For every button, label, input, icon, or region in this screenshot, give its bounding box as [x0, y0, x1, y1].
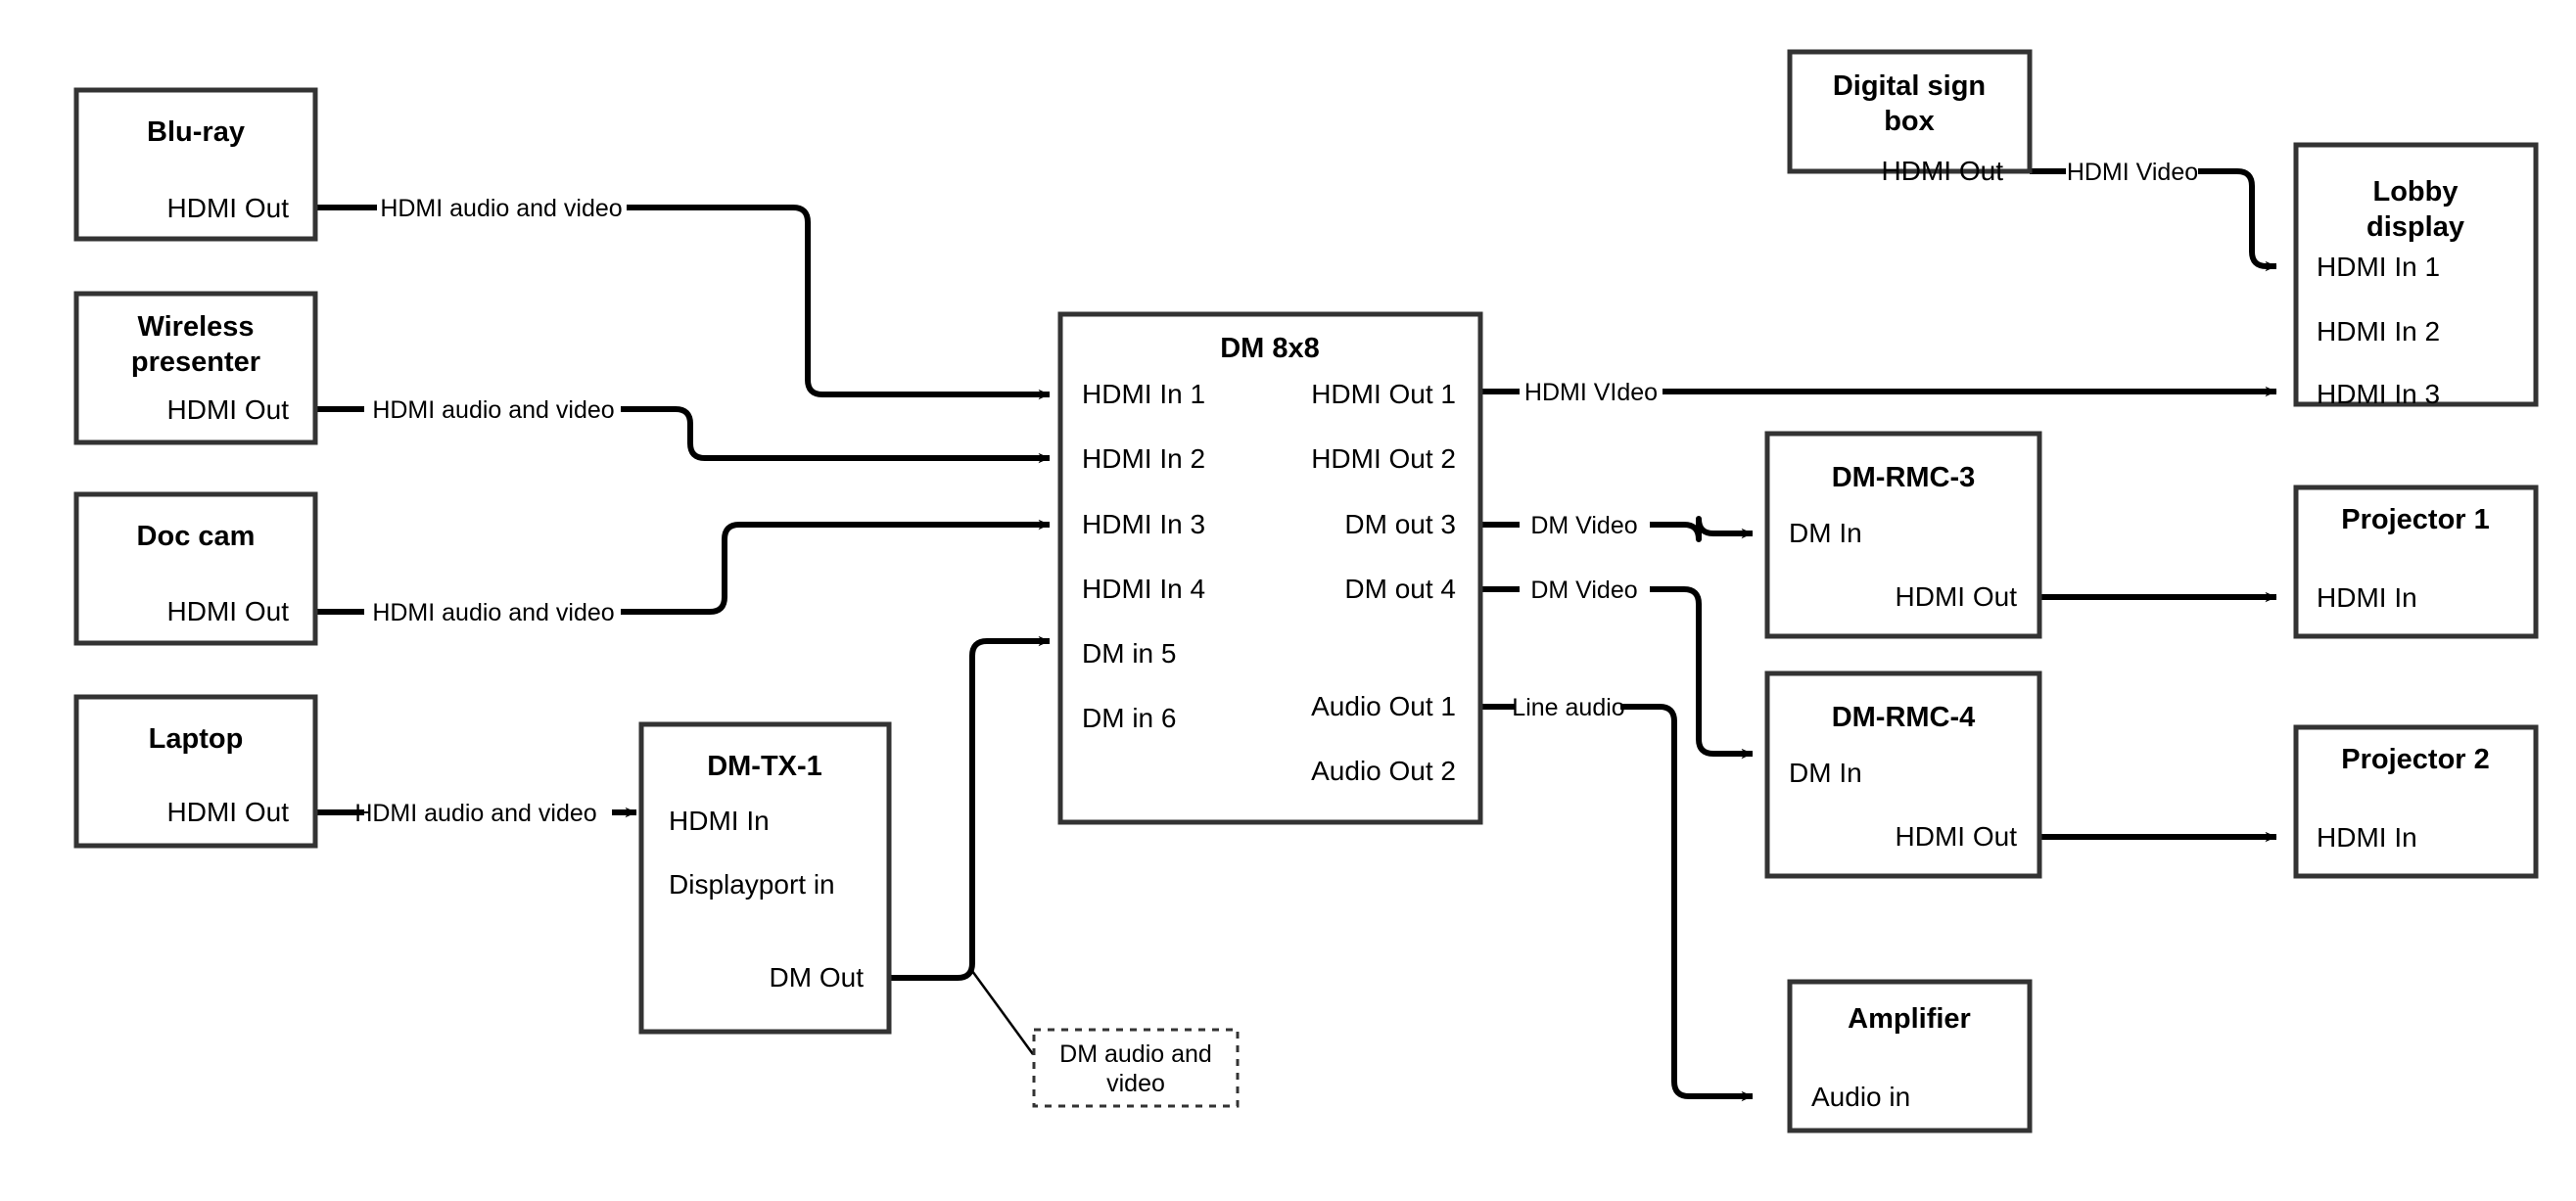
node-title-line1: Digital sign — [1833, 70, 1986, 102]
port-hdmi-in-1: HDMI In 1 — [2317, 252, 2440, 282]
link-dm8x8-to-lobby: HDMI VIdeo — [1480, 379, 2277, 406]
node-digital-sign-box[interactable]: Digital sign box HDMI Out — [1787, 49, 2033, 186]
node-bluray[interactable]: Blu-ray HDMI Out — [73, 87, 318, 242]
port-hdmi-in-2: HDMI In 2 — [2317, 316, 2440, 346]
port-dm-in-6: DM in 6 — [1082, 703, 1176, 733]
link-label: HDMI VIdeo — [1524, 379, 1658, 406]
node-title-line2: box — [1884, 106, 1935, 137]
link-label: Line audio — [1512, 694, 1624, 721]
node-title: DM 8x8 — [1220, 333, 1320, 364]
port-hdmi-out: HDMI Out — [167, 394, 290, 425]
link-label: HDMI audio and video — [354, 800, 596, 827]
note-line1: DM audio and — [1059, 1040, 1212, 1068]
node-lobby-display[interactable]: Lobby display HDMI In 1 HDMI In 2 HDMI I… — [2293, 142, 2539, 409]
port-hdmi-in-1: HDMI In 1 — [1082, 379, 1205, 409]
note-dm-audio-and-video: DM audio and video — [1032, 1028, 1240, 1108]
node-title: Projector 2 — [2341, 744, 2490, 775]
port-audio-in: Audio in — [1811, 1082, 1910, 1112]
link-doccam-to-dm8x8: HDMI audio and video — [315, 519, 1051, 626]
port-hdmi-out: HDMI Out — [167, 193, 290, 223]
port-hdmi-in: HDMI In — [2317, 582, 2417, 613]
port-dm-in: DM In — [1789, 518, 1862, 548]
node-title-line2: display — [2366, 211, 2464, 243]
node-dm-tx-1[interactable]: DM-TX-1 HDMI In Displayport in DM Out — [638, 721, 892, 1035]
link-label: HDMI audio and video — [372, 396, 614, 424]
link-wireless-to-dm8x8: HDMI audio and video — [315, 396, 1051, 464]
port-hdmi-in: HDMI In — [2317, 822, 2417, 853]
note-leader-line — [970, 970, 1035, 1055]
port-dm-out-4: DM out 4 — [1344, 574, 1456, 604]
port-dm-out: DM Out — [770, 962, 865, 993]
node-title: DM-RMC-4 — [1832, 702, 1976, 733]
link-label: DM Video — [1530, 577, 1637, 604]
node-title-line1: Lobby — [2373, 176, 2459, 208]
link-label: HDMI audio and video — [372, 599, 614, 626]
port-audio-out-2: Audio Out 2 — [1311, 756, 1456, 786]
node-projector-2[interactable]: Projector 2 HDMI In — [2293, 724, 2539, 879]
node-title-line1: Wireless — [137, 311, 254, 343]
port-displayport-in: Displayport in — [669, 869, 835, 900]
port-hdmi-out: HDMI Out — [167, 596, 290, 626]
node-title-line2: presenter — [131, 346, 260, 378]
port-hdmi-in-3: HDMI In 3 — [2317, 379, 2440, 409]
port-dm-out-3: DM out 3 — [1344, 509, 1456, 539]
node-dm-8x8[interactable]: DM 8x8 HDMI In 1 HDMI In 2 HDMI In 3 HDM… — [1057, 311, 1483, 825]
link-label: DM Video — [1530, 512, 1637, 539]
node-title: Projector 1 — [2341, 504, 2490, 535]
port-hdmi-in-2: HDMI In 2 — [1082, 443, 1205, 474]
node-title: DM-RMC-3 — [1832, 462, 1976, 493]
port-dm-in: DM In — [1789, 758, 1862, 788]
node-laptop[interactable]: Laptop HDMI Out — [73, 694, 318, 849]
link-dm8x8-to-rmc4: DM Video — [1480, 577, 1754, 760]
port-hdmi-out: HDMI Out — [1882, 156, 2004, 186]
node-title: DM-TX-1 — [707, 751, 822, 782]
node-title: Amplifier — [1848, 1003, 1971, 1035]
link-laptop-to-dmtx1: HDMI audio and video — [315, 800, 637, 827]
node-projector-1[interactable]: Projector 1 HDMI In — [2293, 485, 2539, 639]
port-hdmi-out-1: HDMI Out 1 — [1311, 379, 1456, 409]
port-hdmi-in-4: HDMI In 4 — [1082, 574, 1205, 604]
link-label: HDMI audio and video — [380, 195, 622, 222]
node-dm-rmc-3[interactable]: DM-RMC-3 DM In HDMI Out — [1764, 431, 2042, 639]
port-dm-in-5: DM in 5 — [1082, 638, 1176, 669]
link-dm8x8-to-rmc3: DM Video — [1480, 512, 1754, 542]
link-dm8x8-to-amplifier: Line audio — [1480, 694, 1754, 1102]
port-hdmi-in-3: HDMI In 3 — [1082, 509, 1205, 539]
link-signbox-to-lobby: HDMI Video — [2030, 159, 2277, 272]
port-hdmi-out: HDMI Out — [167, 797, 290, 827]
node-title: Blu-ray — [147, 116, 245, 148]
link-dmtx1-to-dm8x8 — [889, 635, 1051, 981]
port-hdmi-out: HDMI Out — [1896, 821, 2018, 852]
link-label: HDMI Video — [2067, 159, 2198, 186]
node-doc-cam[interactable]: Doc cam HDMI Out — [73, 491, 318, 646]
port-hdmi-in: HDMI In — [669, 806, 770, 836]
note-line2: video — [1106, 1070, 1165, 1097]
node-title: Doc cam — [137, 521, 256, 552]
node-wireless-presenter[interactable]: Wireless presenter HDMI Out — [73, 291, 318, 445]
node-dm-rmc-4[interactable]: DM-RMC-4 DM In HDMI Out — [1764, 670, 2042, 879]
port-hdmi-out: HDMI Out — [1896, 581, 2018, 612]
node-title: Laptop — [149, 723, 244, 755]
link-bluray-to-dm8x8: HDMI audio and video — [315, 195, 1051, 400]
port-hdmi-out-2: HDMI Out 2 — [1311, 443, 1456, 474]
port-audio-out-1: Audio Out 1 — [1311, 691, 1456, 721]
node-amplifier[interactable]: Amplifier Audio in — [1787, 979, 2033, 1133]
